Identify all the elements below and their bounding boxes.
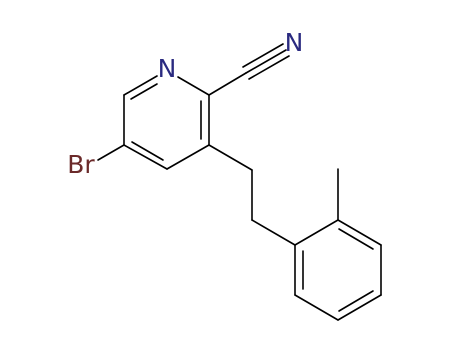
tolyl-ring	[294, 168, 382, 321]
bond-ar4-ar5-inner	[338, 290, 374, 312]
bond-c4-c5	[123, 144, 168, 170]
bond-c5-br	[97, 144, 125, 161]
pyridine-nitrogen-label: N	[158, 54, 177, 83]
bond-c6-n	[123, 75, 158, 96]
bond-ar2-ar3-inner	[338, 228, 374, 250]
pyridine-ring	[123, 75, 210, 170]
bond-c4-c5-inner	[131, 141, 164, 161]
bond-ar1-ar2	[294, 219, 339, 246]
ethyl-linker	[208, 144, 296, 246]
bond-ar2-ar3	[337, 219, 382, 246]
bond-c3-ch2	[208, 144, 253, 171]
bond-cn-triple-2	[242, 43, 284, 68]
bond-ch2-aryl	[251, 219, 296, 246]
nitrile-nitrogen-label: N	[285, 28, 304, 57]
bromine-label: Br	[67, 150, 95, 179]
nitrile-group	[208, 43, 290, 96]
bond-c3-c4	[166, 144, 210, 170]
bond-ar5-ar6	[294, 294, 339, 321]
bond-cn-triple-3	[248, 55, 290, 80]
bond-cn-triple-1	[245, 49, 287, 74]
bond-n-c2	[177, 76, 210, 96]
bond-c2-cn	[208, 72, 247, 96]
bond-ar4-ar5	[337, 294, 382, 321]
bond-c6-n-inner	[130, 83, 158, 100]
